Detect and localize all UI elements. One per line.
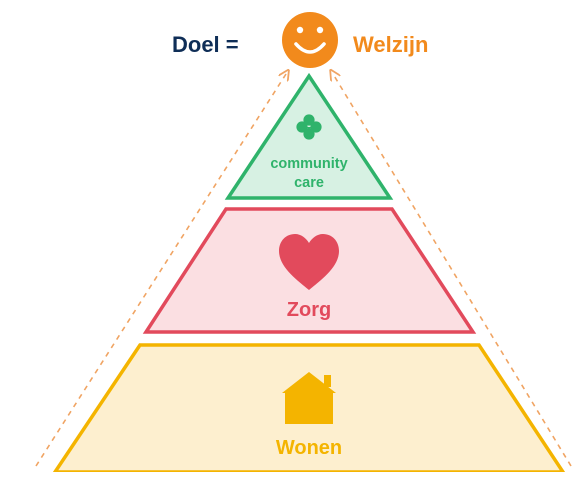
right-dashed-arrow bbox=[333, 74, 572, 467]
clover-icon bbox=[296, 114, 322, 140]
level-wonen: Wonen bbox=[51, 343, 567, 474]
house-icon bbox=[282, 372, 336, 424]
goal-header: Doel = Welzijn bbox=[172, 12, 428, 68]
smiley-face-icon bbox=[282, 12, 338, 68]
goal-label: Doel = bbox=[172, 32, 239, 57]
level-zorg: Zorg bbox=[142, 207, 477, 334]
level-community-care: community care bbox=[224, 72, 394, 200]
community-care-label-line1: community bbox=[270, 156, 347, 172]
heart-icon bbox=[279, 234, 339, 290]
left-dashed-arrow bbox=[35, 74, 286, 467]
wonen-label: Wonen bbox=[276, 437, 342, 459]
zorg-label: Zorg bbox=[287, 299, 331, 321]
goal-value: Welzijn bbox=[353, 32, 428, 57]
community-care-label-line2: care bbox=[294, 175, 324, 191]
